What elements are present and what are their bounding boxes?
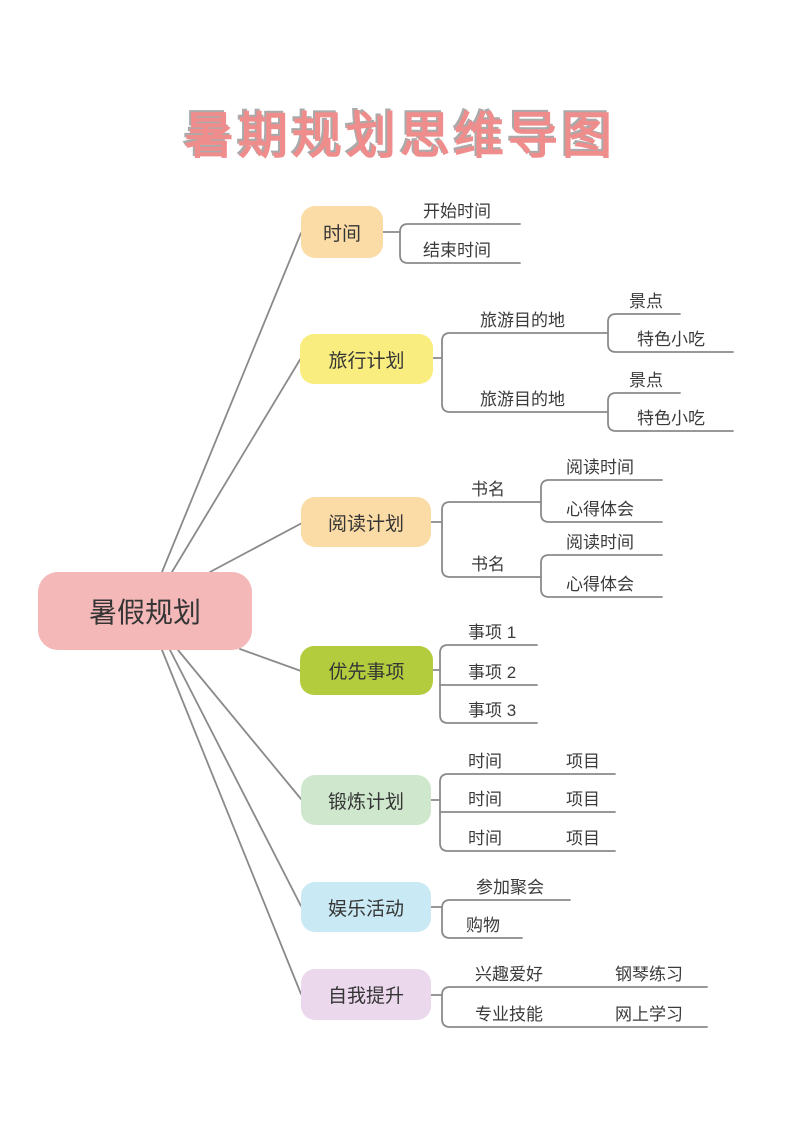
bracket-travel	[441, 332, 609, 413]
node-root[interactable]: 暑假规划	[38, 572, 252, 650]
leaf-start-time[interactable]: 开始时间	[423, 202, 491, 221]
link-root-exercise	[177, 649, 302, 800]
leaf-reading-time-1[interactable]: 阅读时间	[566, 458, 634, 477]
leaf-scenic-spot-1[interactable]: 景点	[629, 292, 663, 311]
leaf-book-title-2[interactable]: 书名	[471, 555, 505, 574]
node-travel-plan-label: 旅行计划	[328, 350, 405, 372]
leaf-reflection-2[interactable]: 心得体会	[566, 575, 634, 594]
node-self-improvement-label: 自我提升	[327, 986, 404, 1007]
leaf-destination-2[interactable]: 旅游目的地	[480, 390, 565, 409]
leaf-exercise-time-3[interactable]: 时间	[468, 829, 502, 848]
leaf-book-title-1[interactable]: 书名	[471, 480, 505, 499]
leaf-hobby[interactable]: 兴趣爱好	[475, 965, 543, 984]
page-title: 暑期规划思维导图	[184, 108, 616, 164]
node-root-label: 暑假规划	[88, 597, 201, 628]
leaf-online-learning[interactable]: 网上学习	[615, 1005, 683, 1024]
bracket-destination-2	[607, 392, 734, 432]
leaf-exercise-time-1[interactable]: 时间	[468, 752, 502, 771]
leaf-exercise-item-3[interactable]: 项目	[566, 829, 600, 848]
link-root-reading	[209, 522, 303, 573]
leaf-shopping[interactable]: 购物	[466, 916, 500, 935]
leaf-local-snacks-1[interactable]: 特色小吃	[637, 330, 705, 349]
leaf-local-snacks-2[interactable]: 特色小吃	[637, 409, 705, 428]
node-exercise-plan-label: 锻炼计划	[327, 791, 404, 813]
node-reading-plan-label: 阅读计划	[327, 513, 404, 535]
leaf-exercise-time-2[interactable]: 时间	[468, 790, 502, 809]
leaf-priority-item-1[interactable]: 事项 1	[468, 623, 517, 642]
leaf-exercise-item-2[interactable]: 项目	[566, 790, 600, 809]
bracket-priority	[439, 644, 538, 724]
leaf-attend-party[interactable]: 参加聚会	[476, 878, 544, 897]
node-reading-plan[interactable]: 阅读计划	[301, 497, 431, 547]
leaf-reflection-1[interactable]: 心得体会	[566, 500, 634, 519]
leaf-priority-item-2[interactable]: 事项 2	[468, 663, 517, 682]
link-root-self-improvement	[161, 649, 302, 995]
node-self-improvement[interactable]: 自我提升	[301, 969, 431, 1020]
leaf-exercise-item-1[interactable]: 项目	[566, 752, 600, 771]
bracket-self-improvement	[441, 986, 708, 1028]
leaf-priority-item-3[interactable]: 事项 3	[468, 701, 517, 720]
node-travel-plan[interactable]: 旅行计划	[300, 334, 433, 384]
bracket-entertainment	[441, 899, 571, 939]
bracket-destination-1	[607, 313, 734, 353]
bracket-book-1	[540, 479, 663, 523]
node-time-label: 时间	[322, 223, 361, 245]
node-entertainment[interactable]: 娱乐活动	[301, 882, 431, 932]
link-root-travel	[171, 357, 302, 573]
node-exercise-plan[interactable]: 锻炼计划	[301, 775, 431, 825]
node-time[interactable]: 时间	[301, 206, 383, 258]
node-priorities-label: 优先事项	[328, 662, 405, 683]
leaf-piano-practice[interactable]: 钢琴练习	[615, 965, 683, 984]
bracket-book-2	[540, 554, 663, 598]
bracket-time	[399, 223, 521, 264]
leaf-destination-1[interactable]: 旅游目的地	[480, 311, 565, 330]
leaf-reading-time-2[interactable]: 阅读时间	[566, 533, 634, 552]
bracket-reading	[441, 501, 542, 578]
node-priorities[interactable]: 优先事项	[300, 646, 433, 695]
leaf-scenic-spot-2[interactable]: 景点	[629, 371, 663, 390]
link-root-time	[161, 232, 302, 573]
link-root-priority	[239, 648, 302, 672]
leaf-professional-skill[interactable]: 专业技能	[475, 1005, 543, 1024]
leaf-end-time[interactable]: 结束时间	[423, 241, 491, 260]
link-root-entertainment	[169, 649, 302, 907]
node-entertainment-label: 娱乐活动	[327, 898, 404, 920]
